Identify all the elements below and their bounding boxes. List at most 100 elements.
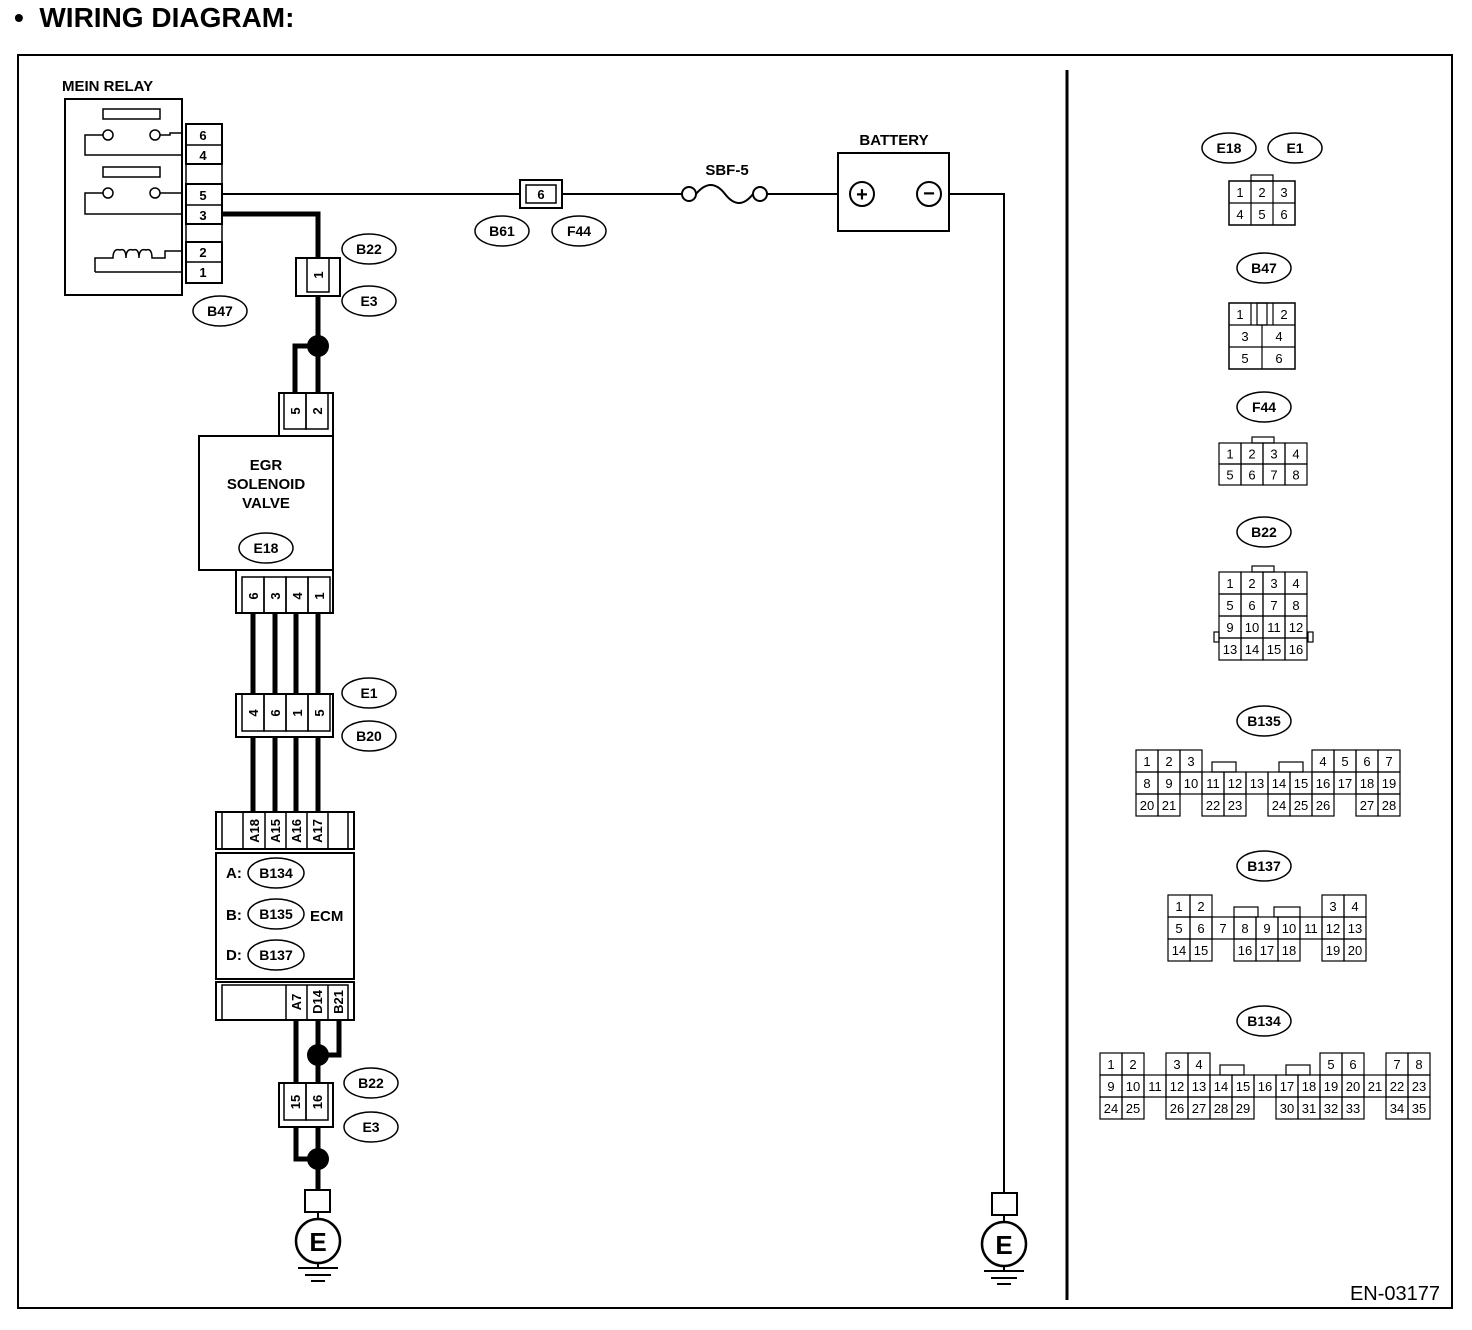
cavity-number: 16 (1238, 943, 1252, 958)
wires-egr-to-joint (250, 613, 321, 694)
svg-text:A15: A15 (268, 819, 283, 843)
cavity-number: 22 (1390, 1079, 1404, 1094)
svg-text:4: 4 (246, 709, 261, 717)
cavity-number: 10 (1282, 921, 1296, 936)
svg-text:A7: A7 (289, 994, 304, 1011)
cavity-number: 9 (1165, 776, 1172, 791)
cavity-number: 28 (1214, 1101, 1228, 1116)
cavity-number: 13 (1192, 1079, 1206, 1094)
cavity-number: 27 (1192, 1101, 1206, 1116)
ground-symbol-right: E (980, 1192, 1028, 1285)
relay-pin: 3 (199, 208, 206, 223)
cavity-number: 33 (1346, 1101, 1360, 1116)
svg-text:1: 1 (311, 271, 326, 278)
connector-cavity (1284, 637, 1308, 661)
wires-joint-to-ecm (250, 737, 321, 812)
svg-text:E3: E3 (360, 293, 377, 309)
joint-connector-mid: 4 6 1 5 (235, 693, 334, 738)
egr-solenoid-valve: EGR SOLENOID VALVE E18 (198, 435, 334, 571)
relay-pin: 2 (199, 245, 206, 260)
svg-text:E: E (995, 1230, 1012, 1260)
cavity-number: 10 (1184, 776, 1198, 791)
svg-text:A18: A18 (247, 819, 262, 843)
relay-connector-tag: B47 (192, 295, 248, 327)
connector-latch (1285, 1064, 1311, 1076)
cavity-number: 12 (1170, 1079, 1184, 1094)
svg-text:1: 1 (290, 709, 305, 716)
svg-text:2: 2 (310, 407, 325, 414)
battery-label: BATTERY (859, 132, 928, 149)
joint-connector-bottom: 15 16 (278, 1082, 334, 1128)
cavity-number: 27 (1360, 798, 1374, 813)
svg-text:B22: B22 (356, 241, 382, 257)
cavity-number: 5 (1226, 598, 1233, 613)
cavity-number: 3 (1187, 754, 1194, 769)
cavity-number: 9 (1226, 620, 1233, 635)
connector-latch (1211, 761, 1237, 773)
cavity-number: 5 (1327, 1057, 1334, 1072)
svg-text:4: 4 (1236, 207, 1243, 222)
cavity-number: 15 (1194, 943, 1208, 958)
svg-text:E: E (309, 1227, 326, 1257)
cavity-number: 23 (1228, 798, 1242, 813)
cavity-number: 6 (1363, 754, 1370, 769)
cavity-number: 20 (1346, 1079, 1360, 1094)
relay-pin: 5 (199, 188, 206, 203)
ground-symbol-left: E (294, 1189, 342, 1282)
svg-text:6: 6 (1275, 351, 1282, 366)
cavity-number: 14 (1172, 943, 1186, 958)
svg-text:6: 6 (537, 187, 544, 202)
cavity-number: 11 (1206, 776, 1220, 791)
wire-battery-ground (949, 193, 1005, 1193)
battery-minus: − (923, 183, 935, 205)
splice-point (307, 1148, 329, 1170)
svg-text:6: 6 (268, 709, 283, 716)
cavity-number: 16 (1289, 642, 1303, 657)
egr-top-connector: 5 2 (278, 392, 334, 437)
svg-text:5: 5 (312, 709, 327, 716)
cavity-number: 19 (1324, 1079, 1338, 1094)
ecm-top-connector: A18 A15 A16 A17 (215, 811, 355, 850)
svg-text:EGR: EGR (250, 457, 283, 474)
cavity-number: 8 (1415, 1057, 1422, 1072)
cavity-number: 11 (1304, 921, 1318, 936)
cavity-number: 21 (1162, 798, 1176, 813)
cavity-number: 4 (1292, 576, 1299, 591)
svg-text:E1: E1 (360, 685, 377, 701)
cavity-number: 18 (1360, 776, 1374, 791)
cavity-number: 1 (1226, 447, 1233, 462)
cavity-number: 7 (1385, 754, 1392, 769)
connector-cavity (1189, 938, 1213, 962)
svg-text:B21: B21 (331, 990, 346, 1014)
joint-connector-top: 1 (295, 257, 341, 297)
svg-text:B135: B135 (1247, 713, 1281, 729)
cavity-number: 8 (1143, 776, 1150, 791)
cavity-number: 19 (1382, 776, 1396, 791)
cavity-number: 2 (1197, 899, 1204, 914)
cavity-number: 8 (1292, 598, 1299, 613)
document-code: EN-03177 (1350, 1283, 1440, 1305)
svg-text:5: 5 (1258, 207, 1265, 222)
cavity-number: 1 (1107, 1057, 1114, 1072)
cavity-number: 1 (1226, 576, 1233, 591)
cavity-number: 13 (1250, 776, 1264, 791)
cavity-number: 7 (1393, 1057, 1400, 1072)
ecm-connector-a: B134 (259, 865, 293, 881)
cavity-number: 2 (1248, 447, 1255, 462)
svg-text:15: 15 (288, 1095, 303, 1109)
cavity-number: 2 (1129, 1057, 1136, 1072)
svg-text:D14: D14 (310, 989, 325, 1014)
fuse-connector: 6 (519, 179, 563, 209)
connector-cavity (1343, 938, 1367, 962)
svg-text:3: 3 (1280, 185, 1287, 200)
cavity-number: 5 (1341, 754, 1348, 769)
joint-mid-tag-lower: B20 (341, 720, 397, 752)
cavity-number: 26 (1316, 798, 1330, 813)
svg-text:E1: E1 (1286, 140, 1303, 156)
joint-top-tag-lower: E3 (341, 285, 397, 317)
cavity-number: 18 (1302, 1079, 1316, 1094)
svg-text:D:: D: (226, 947, 242, 964)
cavity-number: 19 (1326, 943, 1340, 958)
joint-mid-tag-upper: E1 (341, 677, 397, 709)
